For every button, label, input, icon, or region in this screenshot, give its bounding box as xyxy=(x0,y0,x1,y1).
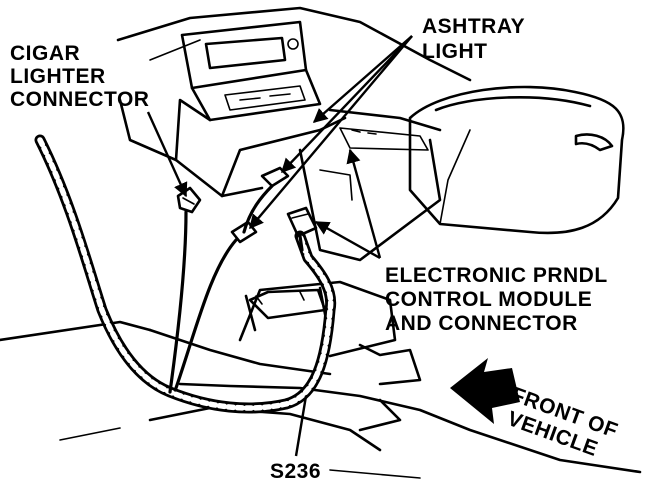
prndl-module-label-line3: AND CONNECTOR xyxy=(385,312,578,335)
ashtray-light-label-line1: ASHTRAY xyxy=(422,15,525,38)
prndl-module-label-line2: CONTROL MODULE xyxy=(385,288,592,311)
front-arrow-icon xyxy=(450,358,520,424)
ashtray-light-label-line2: LIGHT xyxy=(422,40,488,63)
console-body xyxy=(0,6,642,479)
cigar-lighter-label-line1: CIGAR xyxy=(10,42,80,65)
labels: CIGAR LIGHTER CONNECTOR ASHTRAY LIGHT EL… xyxy=(10,15,621,483)
prndl-module-label-line1: ELECTRONIC PRNDL xyxy=(385,264,608,287)
splice-s236-label: S236 xyxy=(270,460,321,483)
cigar-lighter-label-line2: LIGHTER xyxy=(10,65,106,88)
wiring-harness xyxy=(34,134,337,414)
cigar-lighter-label-line3: CONNECTOR xyxy=(10,88,149,111)
leader-lines xyxy=(146,35,413,457)
